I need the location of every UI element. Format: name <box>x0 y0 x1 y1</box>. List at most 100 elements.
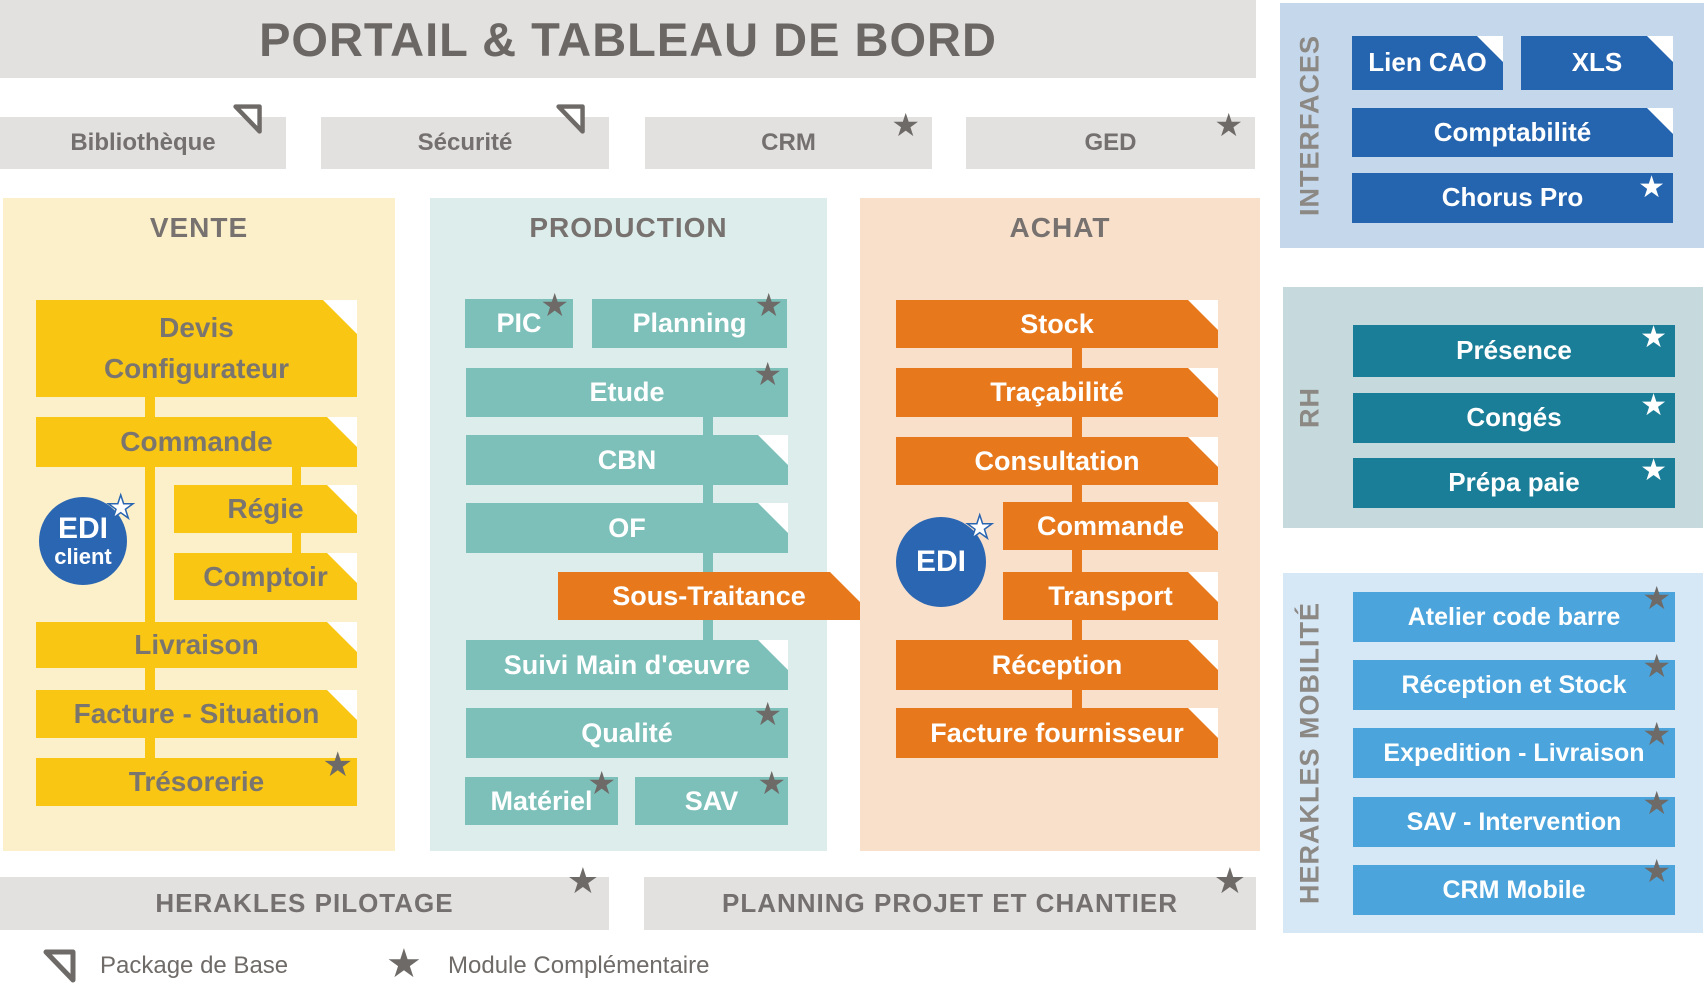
legend-module-star-icon: ★ <box>386 942 422 986</box>
module-presence[interactable]: Présence ★ <box>1353 321 1675 377</box>
module-devis-configurateur[interactable]: Devis Configurateur <box>36 300 357 397</box>
module-label: Chorus Pro <box>1441 182 1584 213</box>
module-label: Régie <box>227 493 304 525</box>
page-title: PORTAIL & TABLEAU DE BORD <box>259 12 997 66</box>
module-star-icon: ★ <box>754 287 783 323</box>
header-band: PORTAIL & TABLEAU DE BORD <box>0 0 1256 78</box>
legend-package-label: Package de Base <box>100 952 289 979</box>
module-qualite[interactable]: Qualité ★ <box>466 698 788 758</box>
module-atelier-code-barre[interactable]: Atelier code barre ★ <box>1353 582 1675 642</box>
module-comptabilite[interactable]: Comptabilité <box>1352 108 1673 157</box>
module-crm[interactable]: CRM ★ <box>645 109 932 169</box>
module-label: SAV - Intervention <box>1406 808 1622 836</box>
module-label: Commande <box>120 426 273 458</box>
module-label: Réception <box>991 649 1123 680</box>
module-sous-traitance[interactable]: Sous-Traitance <box>558 572 860 620</box>
module-label: CBN <box>597 444 657 475</box>
module-commande-vente[interactable]: Commande <box>36 417 357 467</box>
module-label: CRM <box>761 128 816 156</box>
module-pic[interactable]: PIC ★ <box>465 289 573 348</box>
edi-label: EDI <box>57 512 108 546</box>
module-label: Livraison <box>134 629 259 661</box>
module-crm-mobile[interactable]: CRM Mobile ★ <box>1353 855 1675 915</box>
module-label: Stock <box>1020 308 1094 339</box>
module-label: Commande <box>1036 510 1185 541</box>
module-ged[interactable]: GED ★ <box>966 109 1255 169</box>
edi-sublabel: client <box>54 543 112 569</box>
package-triangle-icon <box>1188 368 1218 398</box>
module-transport[interactable]: Transport <box>1003 572 1218 620</box>
module-planning-projet-chantier[interactable]: PLANNING PROJET ET CHANTIER ★ <box>644 863 1256 930</box>
module-chorus-pro[interactable]: Chorus Pro ★ <box>1352 173 1673 223</box>
module-star-icon: ★ <box>753 696 782 732</box>
package-triangle-icon <box>327 622 357 652</box>
package-triangle-icon <box>758 640 788 670</box>
module-herakles-pilotage[interactable]: HERAKLES PILOTAGE ★ <box>0 863 609 930</box>
module-commande-achat[interactable]: Commande <box>1003 502 1218 550</box>
module-securite[interactable]: Sécurité <box>321 104 609 169</box>
module-star-icon: ★ <box>1638 171 1665 204</box>
module-reception[interactable]: Réception <box>896 640 1218 690</box>
edi-client-badge[interactable]: EDI client ★ <box>39 490 136 585</box>
production-title: PRODUCTION <box>529 212 728 243</box>
module-cbn[interactable]: CBN <box>466 435 788 485</box>
module-star-icon: ★ <box>1642 648 1671 684</box>
module-label: Congés <box>1466 402 1562 433</box>
module-conges[interactable]: Congés ★ <box>1353 389 1675 443</box>
module-label: Matériel <box>490 785 593 816</box>
package-triangle-icon <box>327 485 357 515</box>
module-prepa-paie[interactable]: Prépa paie ★ <box>1353 456 1675 508</box>
module-etude[interactable]: Etude ★ <box>466 358 788 417</box>
module-label: OF <box>608 512 646 543</box>
module-facture-situation[interactable]: Facture - Situation <box>36 690 357 738</box>
module-label: PIC <box>496 308 542 339</box>
module-tresorerie[interactable]: Trésorerie ★ <box>36 748 357 806</box>
module-xls[interactable]: XLS <box>1521 36 1673 90</box>
module-regie[interactable]: Régie <box>174 485 357 533</box>
module-expedition-livraison[interactable]: Expedition - Livraison ★ <box>1353 718 1675 778</box>
module-label: Trésorerie <box>128 766 265 798</box>
module-label: SAV <box>684 785 739 816</box>
module-tracabilite[interactable]: Traçabilité <box>896 368 1218 417</box>
module-star-icon: ★ <box>1640 389 1667 422</box>
module-livraison[interactable]: Livraison <box>36 622 357 668</box>
module-reception-et-stock[interactable]: Réception et Stock ★ <box>1353 650 1675 710</box>
module-label: Atelier code barre <box>1407 603 1621 631</box>
module-label: Traçabilité <box>990 377 1124 408</box>
package-triangle-icon <box>1647 36 1673 62</box>
module-sav[interactable]: SAV ★ <box>635 767 788 825</box>
module-label: Facture - Situation <box>73 698 320 730</box>
rh-panel-label: RH <box>1294 387 1325 428</box>
module-label: Facture fournisseur <box>930 717 1184 748</box>
module-star-icon: ★ <box>322 746 353 784</box>
package-triangle-icon <box>1188 502 1218 532</box>
module-suivi-main-oeuvre[interactable]: Suivi Main d'œuvre <box>466 640 788 690</box>
package-triangle-icon <box>830 572 860 602</box>
module-label: Comptoir <box>203 560 328 592</box>
module-bibliotheque[interactable]: Bibliothèque <box>0 104 286 169</box>
module-materiel[interactable]: Matériel ★ <box>465 767 618 825</box>
module-label: GED <box>1084 128 1137 156</box>
module-star-icon: ★ <box>757 765 786 801</box>
module-stock[interactable]: Stock <box>896 300 1218 348</box>
module-comptoir[interactable]: Comptoir <box>174 553 357 600</box>
module-lien-cao[interactable]: Lien CAO <box>1352 36 1503 90</box>
module-of[interactable]: OF <box>466 503 788 553</box>
package-triangle-icon <box>327 690 357 720</box>
module-label: Comptabilité <box>1433 116 1592 147</box>
package-triangle-icon <box>1188 300 1218 330</box>
module-label: Expedition - Livraison <box>1383 739 1645 767</box>
package-triangle-icon <box>556 104 585 134</box>
edi-badge[interactable]: EDI ★ <box>896 510 995 607</box>
module-facture-fournisseur[interactable]: Facture fournisseur <box>896 708 1218 758</box>
module-label: Qualité <box>581 717 673 748</box>
package-triangle-icon <box>327 417 357 447</box>
legend-module-label: Module Complémentaire <box>448 952 710 979</box>
module-star-icon: ★ <box>1640 321 1667 354</box>
module-star-icon: ★ <box>891 107 920 143</box>
vente-title: VENTE <box>149 212 249 243</box>
module-consultation[interactable]: Consultation <box>896 437 1218 485</box>
module-sav-intervention[interactable]: SAV - Intervention ★ <box>1353 787 1675 847</box>
module-planning[interactable]: Planning ★ <box>592 289 787 348</box>
